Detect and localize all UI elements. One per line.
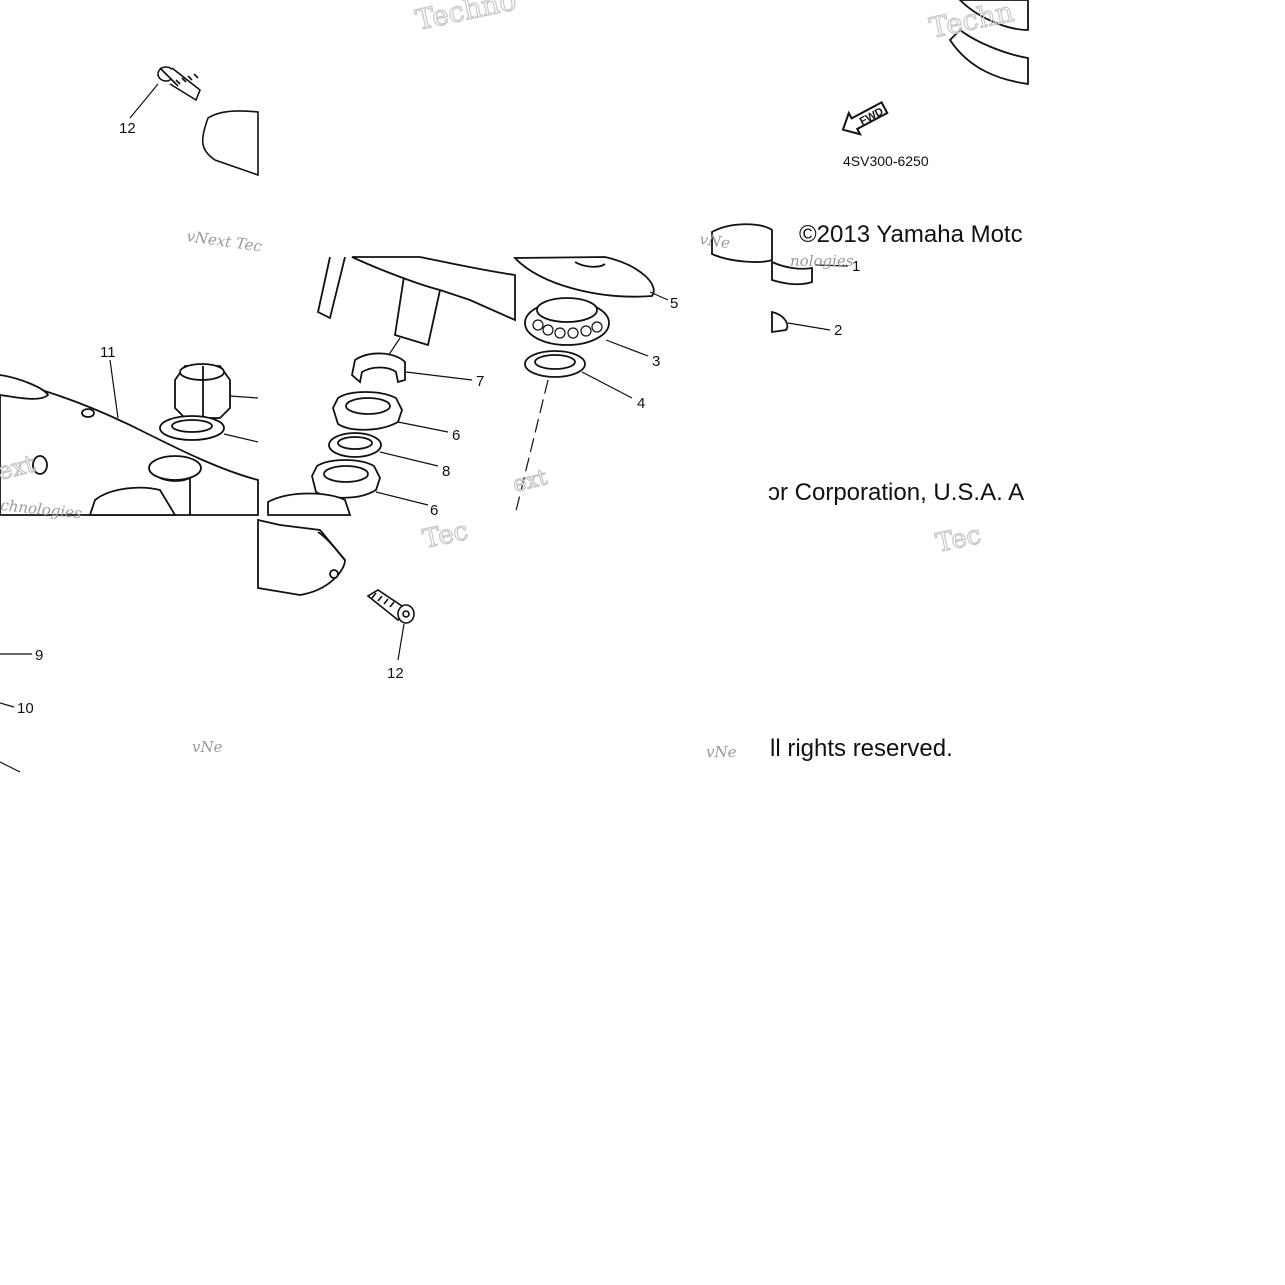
part-7-lock-washer bbox=[351, 352, 406, 384]
part-9-nut bbox=[174, 363, 231, 419]
drawing-code: 4SV300-6250 bbox=[843, 153, 929, 169]
svg-text:nologies: nologies bbox=[790, 252, 854, 270]
part-11-bracket bbox=[0, 374, 259, 516]
copyright-line-1: ©2013 Yamaha Motc bbox=[799, 221, 1023, 248]
svg-text:ext: ext bbox=[510, 465, 549, 498]
part-2-washer bbox=[771, 310, 789, 334]
svg-text:vNe: vNe bbox=[706, 743, 737, 761]
svg-text:Techno: Techno bbox=[413, 0, 519, 37]
callout-6-upper: 6 bbox=[452, 427, 460, 444]
part-6-ring-nut-upper bbox=[332, 391, 403, 431]
callout-10: 10 bbox=[17, 700, 34, 717]
svg-text:FWD: FWD bbox=[858, 106, 886, 128]
svg-text:vNext Tec: vNext Tec bbox=[185, 227, 263, 255]
copyright-line-3: ll rights reserved. bbox=[770, 735, 953, 762]
fwd-arrow-icon: FWD bbox=[841, 101, 889, 136]
callout-2: 2 bbox=[834, 322, 842, 339]
part-8-washer bbox=[328, 432, 382, 458]
steering-stem bbox=[316, 256, 516, 347]
callout-4: 4 bbox=[637, 395, 645, 412]
copyright-line-2: ɔr Corporation, U.S.A. A bbox=[768, 479, 1025, 506]
lower-bracket bbox=[257, 492, 352, 596]
part-6-ring-nut-lower bbox=[311, 459, 381, 499]
callout-3: 3 bbox=[652, 353, 660, 370]
svg-text:vNe: vNe bbox=[192, 738, 223, 756]
part-10-washer bbox=[159, 415, 225, 441]
svg-text:vNe: vNe bbox=[698, 230, 731, 252]
callout-7: 7 bbox=[476, 373, 484, 390]
callout-1: 1 bbox=[852, 258, 860, 275]
callout-5: 5 bbox=[670, 295, 678, 312]
part-1-nut bbox=[711, 223, 813, 286]
callout-6-lower: 6 bbox=[430, 502, 438, 519]
leader-12-top bbox=[129, 83, 159, 119]
callout-12-bottom: 12 bbox=[387, 665, 404, 682]
bearing-race-top bbox=[948, 0, 1029, 86]
part-4-seal bbox=[524, 350, 586, 378]
bolt-12-bottom bbox=[366, 589, 415, 624]
svg-text:Tec: Tec bbox=[933, 520, 984, 559]
part-5-cover bbox=[512, 256, 655, 298]
callout-11: 11 bbox=[100, 344, 116, 361]
callout-12-top: 12 bbox=[119, 120, 136, 137]
part-3-bearing bbox=[524, 297, 610, 346]
callout-9: 9 bbox=[35, 647, 43, 664]
callout-8: 8 bbox=[442, 463, 450, 480]
svg-text:Tec: Tec bbox=[420, 516, 471, 555]
bolt-12-top bbox=[157, 66, 259, 177]
